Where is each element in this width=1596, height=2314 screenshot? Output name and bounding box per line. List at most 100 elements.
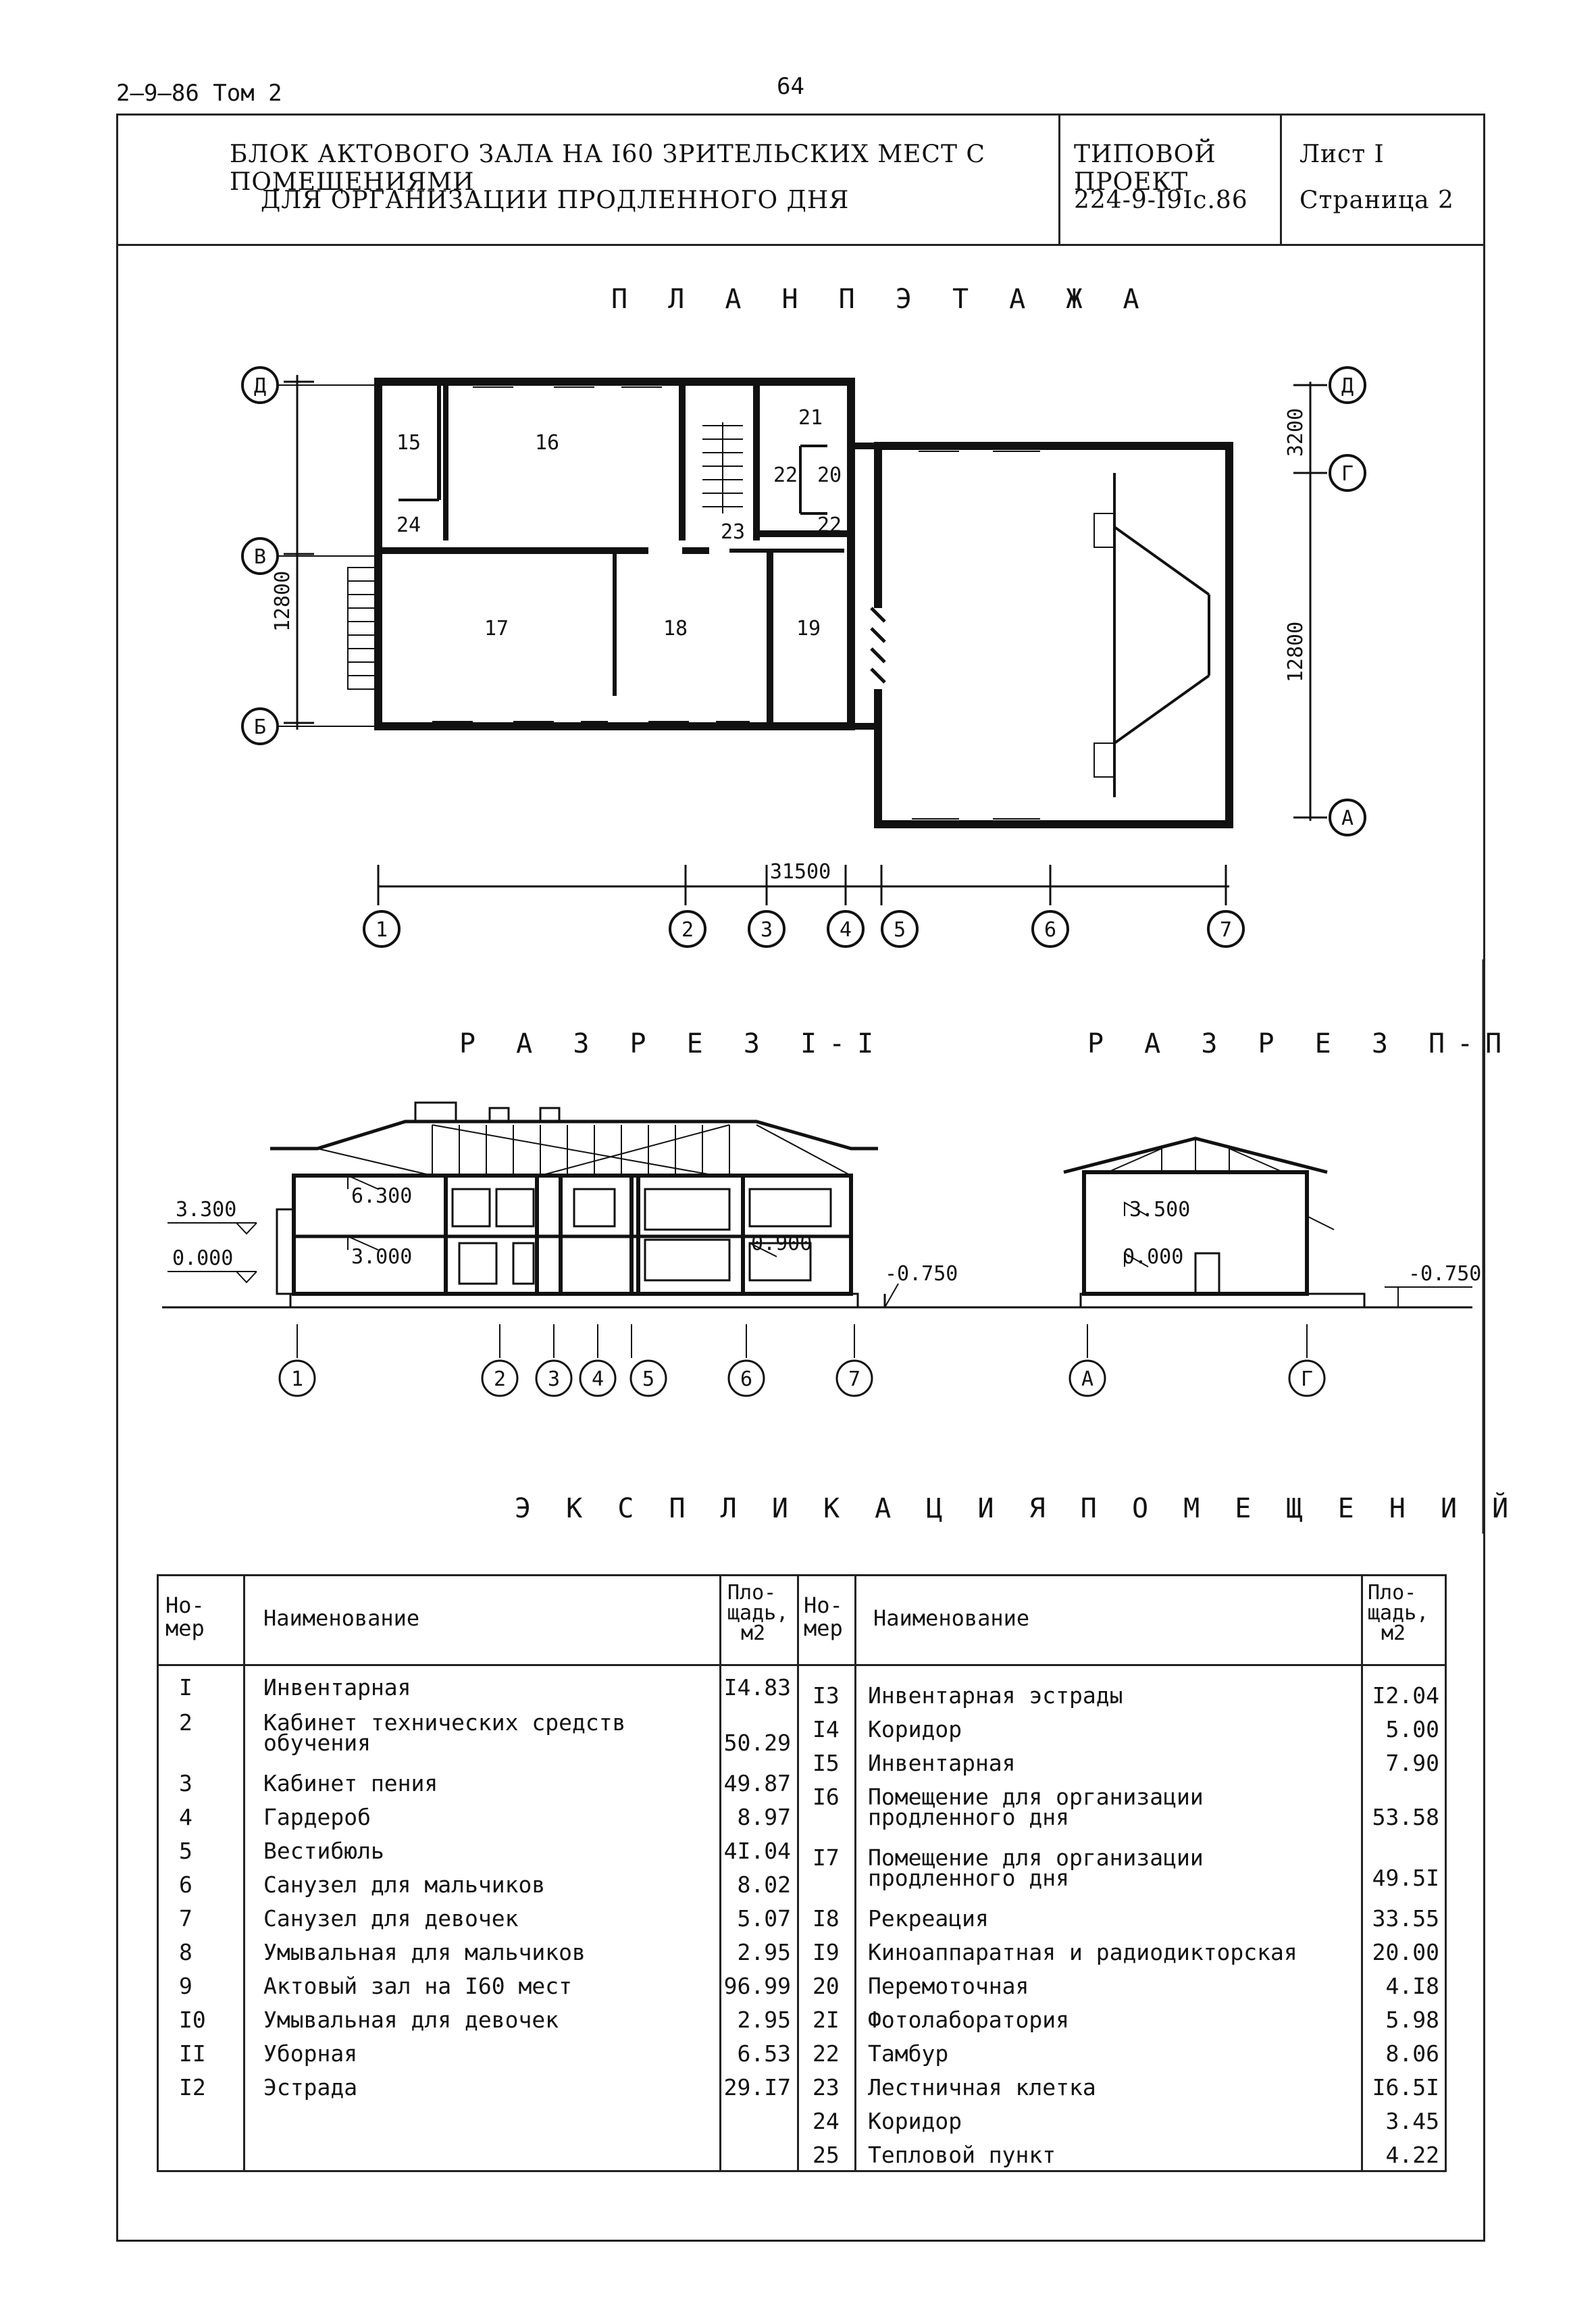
row-number: I0 xyxy=(179,2007,206,2033)
axis-label-a-right: А xyxy=(1341,807,1354,830)
title-cell: БЛОК АКТОВОГО ЗАЛА НА I60 ЗРИТЕЛЬСКИХ МЕ… xyxy=(116,114,1058,244)
row-area: 8.97 xyxy=(737,1804,791,1830)
room-24: 24 xyxy=(396,513,421,537)
row-number: 23 xyxy=(813,2074,840,2101)
level-0000-right: 0.000 xyxy=(1123,1245,1183,1269)
level-6300: 6.300 xyxy=(351,1184,412,1208)
axis-label-v-left: В xyxy=(254,545,266,569)
row-number: 3 xyxy=(179,1770,192,1796)
section1-axis-3: 3 xyxy=(548,1367,560,1391)
section1-axis-7: 7 xyxy=(848,1367,860,1391)
header-num-left: Но-мер xyxy=(165,1592,205,1641)
row-number: 7 xyxy=(179,1905,192,1932)
title-line-1: БЛОК АКТОВОГО ЗАЛА НА I60 ЗРИТЕЛЬСКИХ МЕ… xyxy=(230,141,985,196)
project-cell: ТИПОВОЙ ПРОЕКТ 224-9-I9Iс.86 xyxy=(1060,114,1280,244)
sheet-number: Лист I xyxy=(1299,141,1385,168)
row-name-continued: продленного дня xyxy=(868,1804,1070,1830)
header-area-right: Пло-щадь,м2 xyxy=(1368,1581,1429,1645)
room-18: 18 xyxy=(663,617,688,640)
row-number: 4 xyxy=(179,1804,192,1830)
plan-axis-4: 4 xyxy=(840,918,852,942)
room-22a: 22 xyxy=(773,463,798,487)
row-name: Эстрада xyxy=(263,2074,358,2101)
room-23: 23 xyxy=(721,520,745,544)
axis-label-g-right: Г xyxy=(1341,462,1354,486)
row-name: Коридор xyxy=(868,1716,962,1742)
row-name: Инвентарная xyxy=(263,1674,411,1701)
row-name-continued: продленного дня xyxy=(868,1865,1070,1891)
row-number: I9 xyxy=(813,1939,840,1965)
row-area: 2.95 xyxy=(737,2007,791,2033)
page-label: Страница 2 xyxy=(1299,186,1454,214)
row-name: Кабинет пения xyxy=(263,1770,438,1796)
row-name: Умывальная для девочек xyxy=(263,2007,559,2033)
row-name: Киноаппаратная и радиодикторская xyxy=(868,1939,1297,1965)
row-number: I2 xyxy=(179,2074,206,2101)
row-number: 24 xyxy=(813,2108,840,2134)
level-minus-0750-s2: -0.750 xyxy=(1408,1262,1481,1286)
plan-title: П Л А Н П Э Т А Ж А xyxy=(611,284,1152,315)
explication-table: Но-мер Наименование Пло-щадь,м2 Но-мер Н… xyxy=(157,1574,1447,2172)
section2-axis-a: А xyxy=(1081,1367,1093,1391)
row-number: I8 xyxy=(813,1905,840,1932)
row-name: Вестибюль xyxy=(263,1838,384,1864)
section1-axis-4: 4 xyxy=(592,1367,604,1391)
row-area: 8.06 xyxy=(1385,2040,1439,2067)
row-name: Фотолаборатория xyxy=(868,2007,1070,2033)
section1-axis-6: 6 xyxy=(740,1367,752,1391)
row-name: Помещение для организации xyxy=(868,1844,1204,1871)
section1-axis-5: 5 xyxy=(642,1367,654,1391)
section-2-title: Р А З Р Е З П-П xyxy=(1087,1028,1514,1059)
row-area: 2.95 xyxy=(737,1939,791,1965)
header-area-left: Пло-щадь,м2 xyxy=(727,1581,789,1645)
row-number: I7 xyxy=(813,1844,840,1871)
row-number: I6 xyxy=(813,1784,840,1810)
section-1-title: Р А З Р Е З I-I xyxy=(459,1028,886,1059)
level-0900: 0.900 xyxy=(751,1232,812,1255)
plan-dim-right-top: 3200 xyxy=(1284,408,1308,457)
row-area: 50.29 xyxy=(723,1730,791,1756)
explication-title: Э К С П Л И К А Ц И Я П О М Е Щ Е Н И Й xyxy=(515,1493,1518,1524)
row-area: 4.22 xyxy=(1385,2142,1439,2168)
row-area: 53.58 xyxy=(1372,1804,1439,1830)
project-code: 224-9-I9Iс.86 xyxy=(1074,186,1248,214)
header-name-left: Наименование xyxy=(263,1605,420,1631)
row-name: Умывальная для мальчиков xyxy=(263,1939,586,1965)
plan-axis-5: 5 xyxy=(894,918,906,942)
page-number: 64 xyxy=(777,73,804,100)
row-name: Помещение для организации xyxy=(868,1784,1204,1810)
row-number: I5 xyxy=(813,1750,840,1776)
section1-axis-2: 2 xyxy=(494,1367,506,1391)
row-number: 5 xyxy=(179,1838,192,1864)
row-name: Инвентарная эстрады xyxy=(868,1682,1123,1709)
row-area: 6.53 xyxy=(737,2040,791,2067)
row-area: 3.45 xyxy=(1385,2108,1439,2134)
row-name: Рекреация xyxy=(868,1905,989,1932)
row-name: Тамбур xyxy=(868,2040,949,2067)
room-21: 21 xyxy=(798,406,823,430)
plan-dim-right: 12800 xyxy=(1284,622,1308,682)
room-15: 15 xyxy=(396,431,421,455)
document-code: 2–9–86 Том 2 xyxy=(116,80,282,107)
level-3300: 3.300 xyxy=(176,1198,236,1222)
level-minus-0750-s1: -0.750 xyxy=(885,1262,958,1286)
plan-dim-left: 12800 xyxy=(271,571,294,632)
row-name: Кабинет технических средств xyxy=(263,1709,626,1736)
row-area: I2.04 xyxy=(1372,1682,1439,1709)
level-0000-left: 0.000 xyxy=(172,1247,233,1270)
row-number: 2I xyxy=(813,2007,840,2033)
row-area: 49.5I xyxy=(1372,1865,1439,1891)
row-name: Актовый зал на I60 мест xyxy=(263,1973,572,1999)
row-number: II xyxy=(179,2040,206,2067)
row-number: 8 xyxy=(179,1939,192,1965)
row-name: Санузел для мальчиков xyxy=(263,1871,546,1898)
row-name: Инвентарная xyxy=(868,1750,1016,1776)
row-area: 5.00 xyxy=(1385,1716,1439,1742)
plan-axis-1: 1 xyxy=(376,918,388,942)
row-area: 20.00 xyxy=(1372,1939,1439,1965)
row-name: Тепловой пункт xyxy=(868,2142,1056,2168)
level-3500: 3.500 xyxy=(1129,1198,1190,1222)
row-name: Санузел для девочек xyxy=(263,1905,519,1932)
header-name-right: Наименование xyxy=(873,1605,1030,1631)
